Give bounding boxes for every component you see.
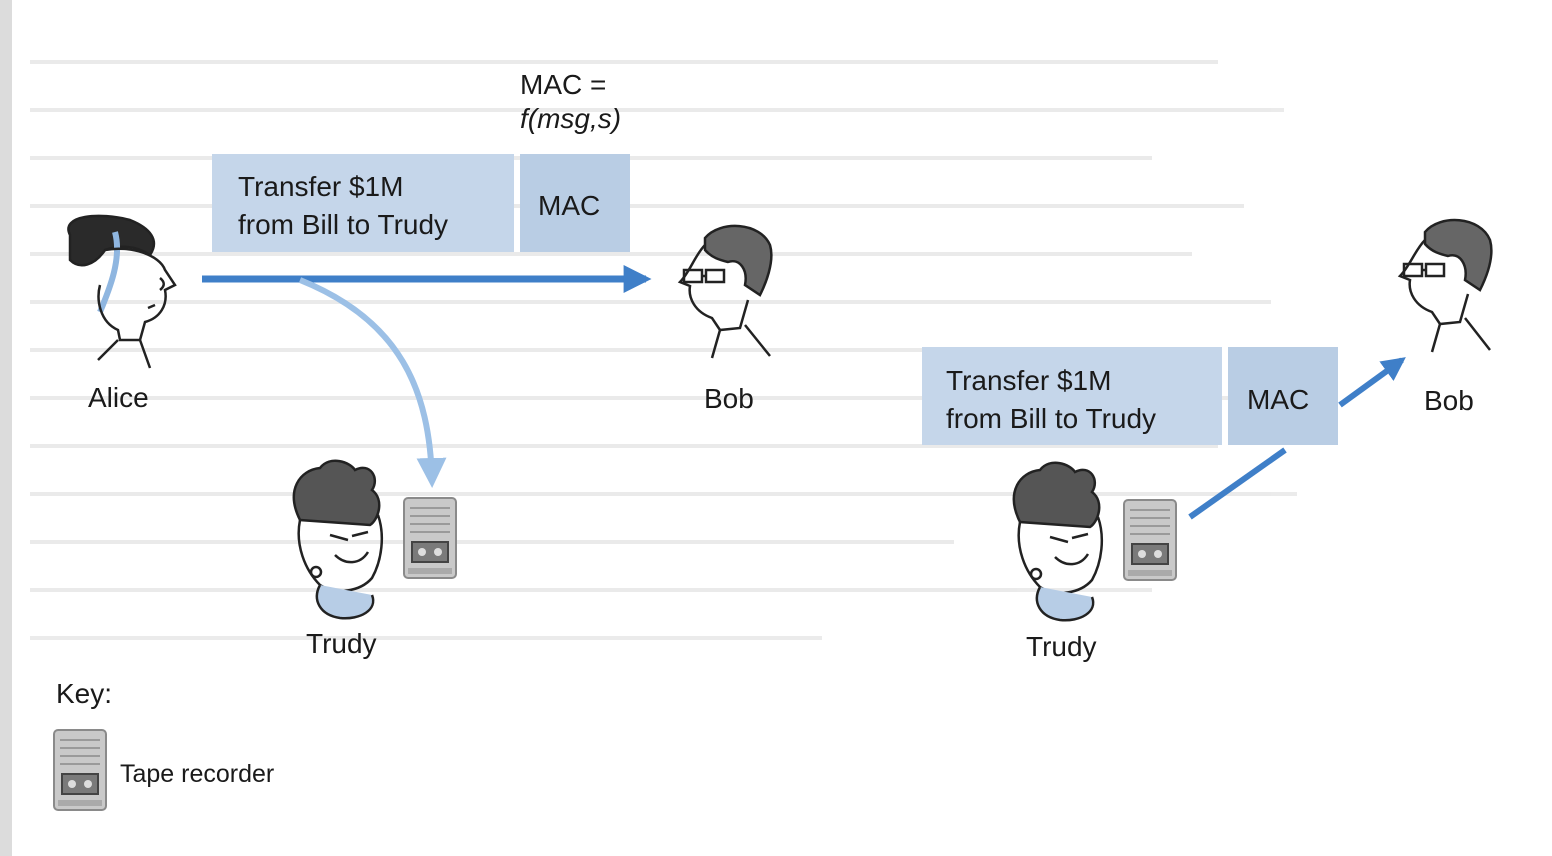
replay-arrow-upper [1338,357,1406,408]
replay-arrow-lower [1188,447,1287,520]
message-box-top [212,154,514,252]
page-edge-shadow [0,0,12,856]
mac-formula: MAC = f(msg,s) [520,68,621,136]
bob-right-label: Bob [1424,385,1474,416]
tape-recorder-icon-right [1123,499,1177,581]
message-text-top: Transfer $1M from Bill to Trudy [238,168,448,244]
bob-right-figure [1397,218,1493,353]
tape-recorder-icon-key [53,729,107,811]
tape-recorder-icon-left [403,497,457,579]
key-title: Key: [56,678,113,709]
alice-figure [67,214,177,369]
trudy-left-label: Trudy [306,628,377,659]
mac-box-top [520,154,630,252]
trudy-right-figure [1012,461,1104,622]
trudy-left-figure [292,459,384,620]
bob-left-label: Bob [704,383,754,414]
mac-formula-args: (msg,s) [527,103,622,134]
mac-label-top: MAC [538,190,601,221]
mac-formula-line1: MAC = [520,69,607,100]
message-line2-top: from Bill to Trudy [238,209,449,240]
mac-box-right [1228,347,1338,445]
mac-formula-line2: f(msg,s) [520,102,621,136]
message-line1-right: Transfer $1M [946,365,1112,396]
mac-formula-func: f [520,103,528,134]
trudy-right-label: Trudy [1026,631,1097,662]
message-line1-top: Transfer $1M [238,171,404,202]
mac-label-right: MAC [1247,384,1310,415]
alice-label: Alice [88,382,149,413]
message-line2-right: from Bill to Trudy [946,403,1157,434]
intercept-arrow [298,277,447,488]
key-tape-recorder-label: Tape recorder [120,760,275,788]
message-text-right: Transfer $1M from Bill to Trudy [946,362,1156,438]
bob-left-figure [677,224,773,359]
message-box-right [922,347,1222,445]
